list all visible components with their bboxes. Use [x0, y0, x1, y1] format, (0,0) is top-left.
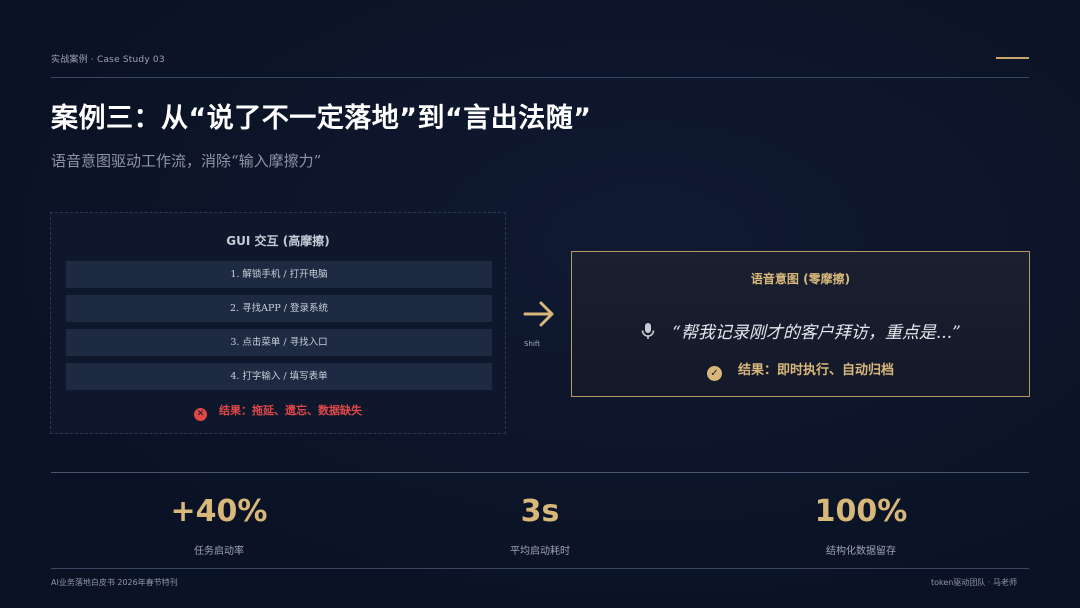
top-accent-line — [996, 57, 1029, 59]
stat-value: 100% — [814, 494, 908, 529]
gui-result-text: 结果：拖延、遗忘、数据缺失 — [219, 404, 362, 417]
shift-label: Shift — [524, 340, 540, 348]
page-subtitle: 语音意图驱动工作流，消除“输入摩擦力” — [51, 152, 322, 170]
eyebrow-label: 实战案例 · Case Study 03 — [51, 55, 165, 65]
stat-label: 结构化数据留存 — [826, 546, 896, 557]
stat-structured-data-retention: 100% 结构化数据留存 — [761, 494, 961, 557]
voice-intent-panel: 语音意图 (零摩擦) “帮我记录刚才的客户拜访，重点是...” ✓ 结果：即时执行… — [571, 251, 1030, 397]
gui-step-4: 4. 打字输入 / 填写表单 — [66, 363, 492, 390]
page-title: 案例三：从“说了不一定落地”到“言出法随” — [51, 103, 592, 134]
stat-value: 3s — [520, 494, 560, 529]
voice-result-row: ✓ 结果：即时执行、自动归档 — [572, 359, 1029, 381]
voice-quote: “帮我记录刚才的客户拜访，重点是...” — [672, 323, 961, 343]
gui-step-1: 1. 解锁手机 / 打开电脑 — [66, 261, 492, 288]
stat-value: +40% — [170, 494, 268, 529]
arrow-right-icon — [523, 301, 554, 327]
gui-interaction-panel: GUI 交互 (高摩擦) 1. 解锁手机 / 打开电脑 2. 寻找APP / 登… — [50, 212, 506, 434]
gui-result-row: ✕ 结果：拖延、遗忘、数据缺失 — [51, 402, 505, 421]
microphone-icon — [641, 323, 655, 339]
check-circle-icon: ✓ — [706, 366, 722, 381]
voice-panel-title: 语音意图 (零摩擦) — [750, 272, 851, 286]
stat-task-start-rate: +40% 任务启动率 — [119, 494, 319, 557]
top-divider — [51, 77, 1029, 78]
footer-left-text: AI业务落地白皮书 2026年春节特刊 — [51, 578, 178, 587]
gui-step-2: 2. 寻找APP / 登录系统 — [66, 295, 492, 322]
voice-result-text: 结果：即时执行、自动归档 — [737, 363, 894, 378]
stat-avg-start-time: 3s 平均启动耗时 — [440, 494, 640, 557]
footer-divider — [51, 568, 1029, 569]
stats-divider — [51, 472, 1029, 473]
stat-label: 平均启动耗时 — [510, 546, 570, 557]
voice-quote-row: “帮我记录刚才的客户拜访，重点是...” — [572, 318, 1029, 343]
gui-step-3: 3. 点击菜单 / 寻找入口 — [66, 329, 492, 356]
stat-label: 任务启动率 — [194, 546, 244, 557]
x-circle-icon: ✕ — [194, 408, 207, 421]
gui-panel-title: GUI 交互 (高摩擦) — [226, 234, 330, 248]
footer-right-text: token驱动团队 · 马老师 — [931, 578, 1017, 587]
